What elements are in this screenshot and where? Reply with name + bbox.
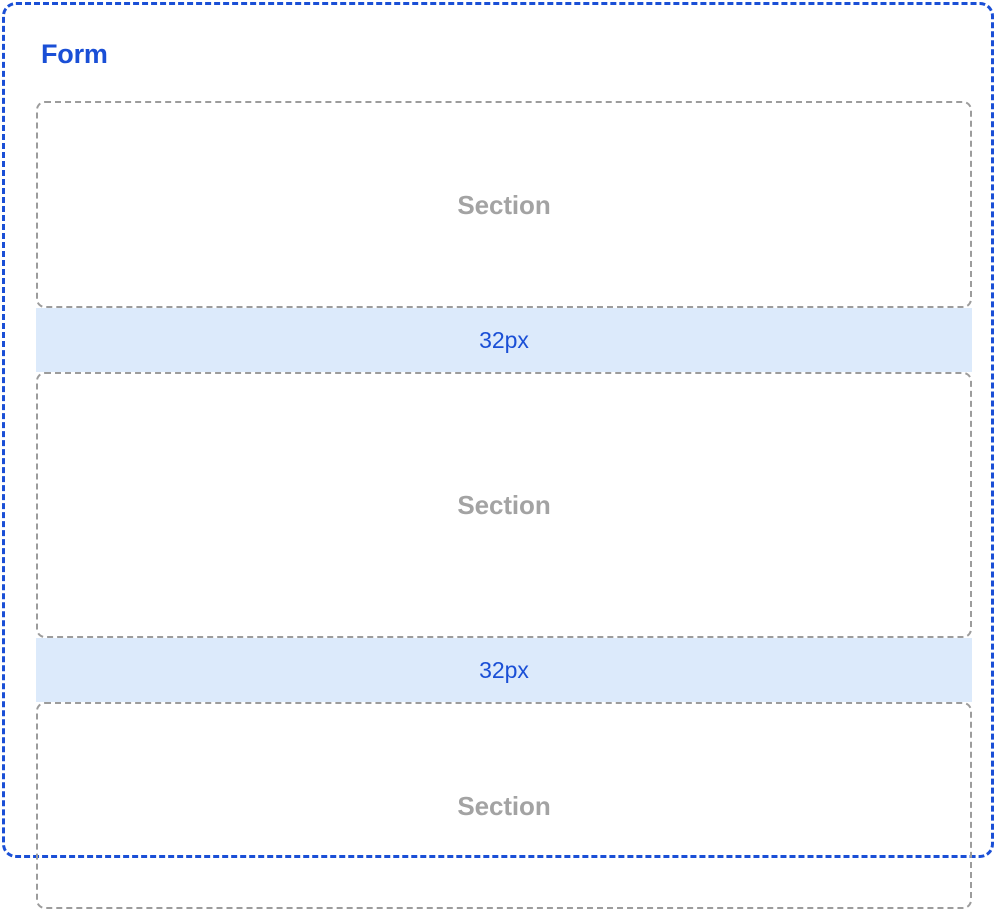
section-label: Section xyxy=(457,490,551,520)
spacer-size-label: 32px xyxy=(479,656,529,683)
section-label: Section xyxy=(457,790,551,821)
spacer-band-1: 32px xyxy=(36,308,972,372)
spacer-size-label: 32px xyxy=(479,326,529,353)
section-label: Section xyxy=(457,189,551,220)
section-stack: Section 32px Section 32px Section xyxy=(36,101,972,909)
spacer-band-2: 32px xyxy=(36,638,972,702)
section-block-1[interactable]: Section xyxy=(36,101,972,308)
section-block-2[interactable]: Section xyxy=(36,372,972,638)
page-title: Form xyxy=(41,39,108,69)
section-block-3[interactable]: Section xyxy=(36,702,972,909)
